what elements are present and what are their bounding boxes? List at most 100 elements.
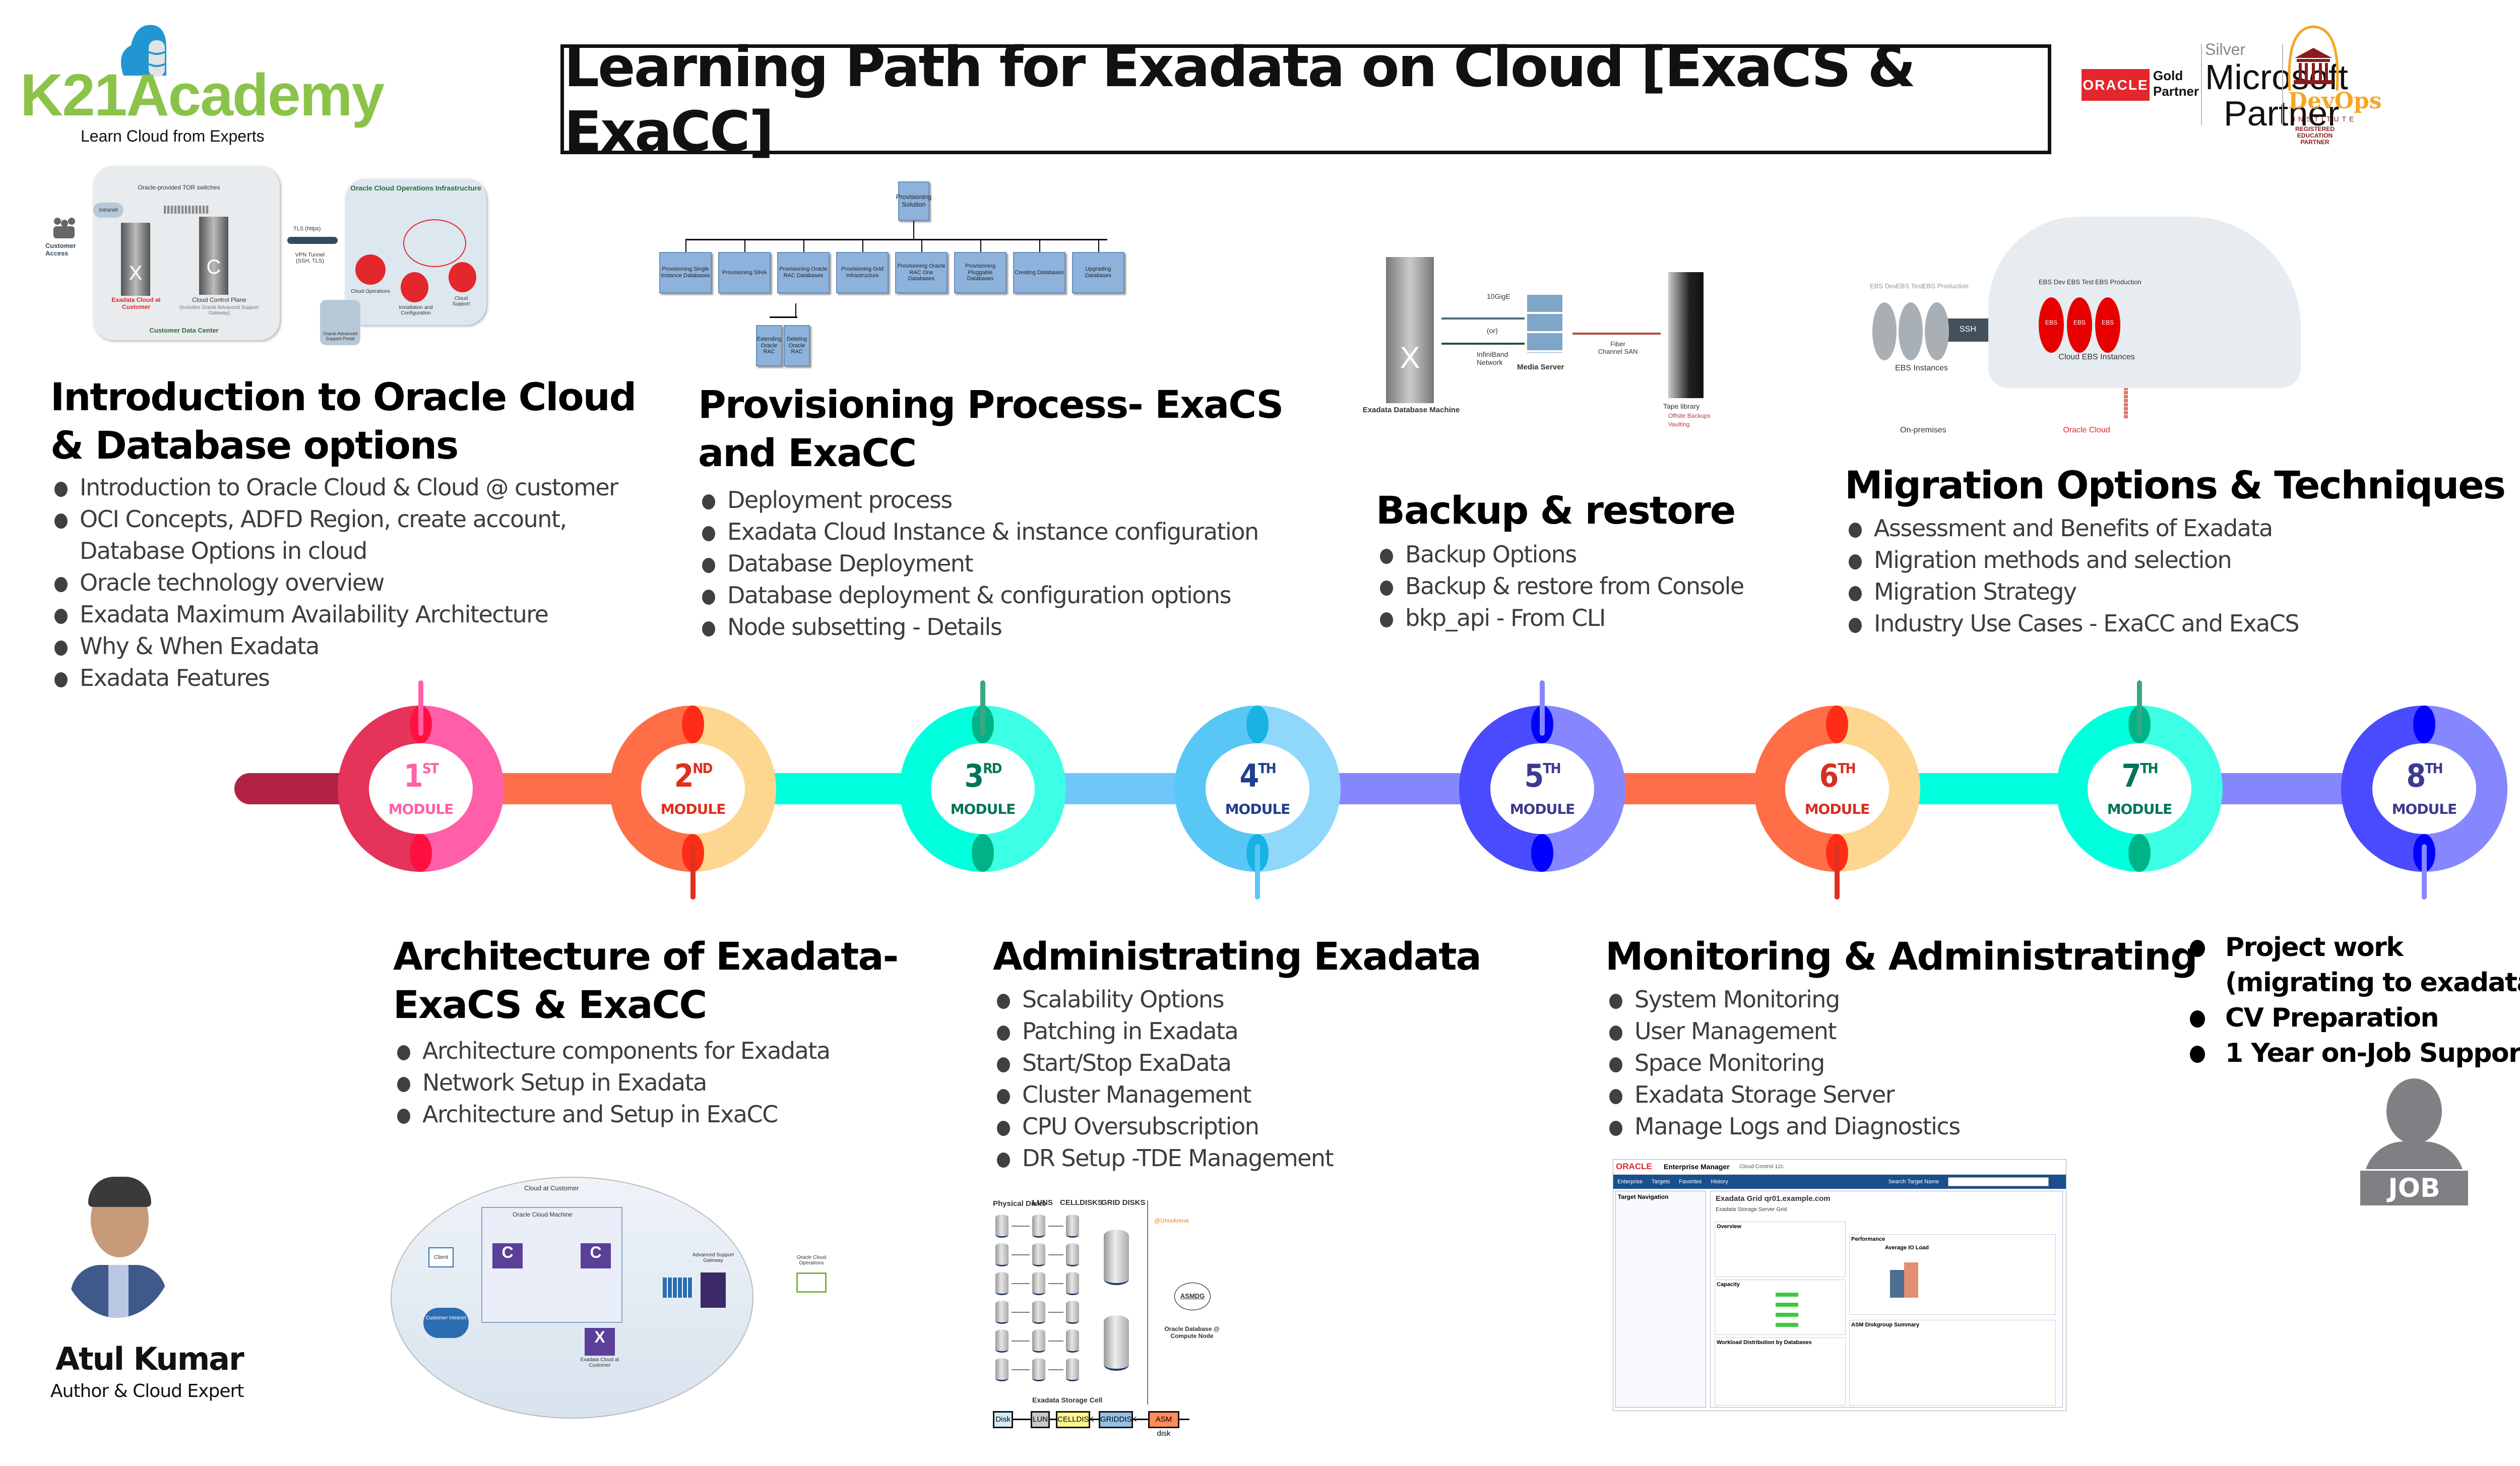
list-item: Database Options in cloud [80, 537, 367, 564]
list-item: Backup Options [1376, 539, 1744, 570]
chain-celldisk: CELLDISK [1056, 1411, 1094, 1428]
author-name: Atul Kumar [55, 1341, 244, 1377]
em-overview-panel: Overview [1715, 1222, 1846, 1277]
disk-icon [1066, 1329, 1079, 1353]
module-connector-stick [980, 680, 985, 736]
tree-node: Provisioning Grid Infrastructure [836, 252, 889, 293]
disk-icon [1032, 1301, 1045, 1324]
vpn-tunnel-icon [287, 237, 338, 244]
module-number: 8TH [2406, 757, 2443, 794]
cloud-ebs-instance-icon: EBS [2039, 297, 2064, 353]
list-item: Oracle technology overview [50, 567, 636, 599]
ring-knob [2128, 834, 2151, 872]
migration-diagram: EBS Instances SSH Cloud EBS Instances On… [1860, 202, 2444, 449]
bullet-list: Project work (migrating to exadata cloud… [2185, 930, 2520, 1071]
tree-node: Upgrading Databases [1072, 252, 1124, 293]
disk-icon [995, 1358, 1009, 1381]
em-menu-enterprise[interactable]: Enterprise [1617, 1179, 1643, 1185]
grid-disk-icon [1104, 1315, 1129, 1371]
page-title-box: Learning Path for Exadata on Cloud [ExaC… [560, 35, 2051, 164]
module-label: MODULE [388, 800, 454, 817]
list-item: OCI Concepts, ADFD Region, create accoun… [50, 503, 636, 535]
list-item: Network Setup in Exadata [393, 1067, 898, 1099]
list-item: (migrating to exadata cloud) [2225, 968, 2520, 998]
tape-library-icon [1668, 272, 1704, 398]
section-title: Architecture of Exadata- ExaCS & ExaCC [393, 934, 899, 1027]
partner-logos: ORACLE Gold Partner Silver Microsoft Par… [2082, 20, 2520, 151]
cloud-ebs-instance-icon: EBS [2067, 297, 2092, 353]
module-label: MODULE [1509, 800, 1576, 817]
list-item: Database Deployment [698, 548, 1283, 580]
onprem-instance-icon [1872, 302, 1897, 360]
author-photo [58, 1164, 176, 1318]
chain-asm-disk: ASM disk [1148, 1411, 1179, 1438]
list-item: Manage Logs and Diagnostics [1605, 1111, 2197, 1142]
module-connector-stick [1835, 844, 1840, 900]
chain-lun: LUN [1031, 1411, 1050, 1428]
em-search-label: Search Target Name [1888, 1179, 1939, 1185]
tree-node: Provisioning Single Instance Databases [659, 252, 712, 293]
flash-io-bar [1890, 1270, 1904, 1298]
em-product: Enterprise Manager [1664, 1163, 1730, 1171]
section-backup: Backup & restore Backup Options Backup &… [1376, 486, 1744, 634]
list-item: Exadata Cloud Instance & instance config… [698, 516, 1283, 548]
exadata-machine-icon: X [1386, 257, 1434, 403]
customer-data-center: Oracle-provided TOR switches Intranet X … [93, 166, 280, 340]
customer-users-icon [53, 218, 75, 238]
divider [2201, 44, 2202, 125]
list-item: Exadata Storage Server [1605, 1079, 2197, 1111]
arrow-icon [1012, 1369, 1030, 1370]
arrow-icon [1048, 1254, 1063, 1255]
em-page-title: Exadata Grid qr01.example.com [1716, 1194, 1831, 1203]
disk-icon [995, 1243, 1009, 1266]
arrow-icon [1012, 1341, 1030, 1342]
brand-tagline: Learn Cloud from Experts [81, 127, 265, 145]
ms-partner: Partner [2224, 94, 2340, 133]
list-item: Space Monitoring [1605, 1047, 2197, 1079]
section-monitoring: Monitoring & Administrating System Monit… [1605, 932, 2198, 1142]
tree-node: Provisioning Oracle RAC One Databases [895, 252, 948, 293]
ms-microsoft: Microsoft [2205, 57, 2348, 97]
list-item: User Management [1605, 1015, 2197, 1047]
disk-icon [1066, 1301, 1079, 1324]
ring-knob [1246, 706, 1269, 743]
list-item: Exadata Maximum Availability Architectur… [50, 599, 636, 630]
devops-temple-icon [2288, 25, 2339, 91]
ms-silver-label: Silver [2205, 40, 2246, 58]
section-final: Project work (migrating to exadata cloud… [2185, 930, 2520, 1071]
module-label: MODULE [1225, 800, 1291, 817]
bullet-list: Assessment and Benefits of Exadata Migra… [1845, 513, 2505, 640]
em-menu-targets[interactable]: Targets [1652, 1179, 1670, 1185]
em-search-input[interactable] [1948, 1177, 2049, 1186]
ops-team-icon [403, 219, 466, 267]
list-item: Migration methods and selection [1845, 544, 2505, 576]
ops-monitor-icon [796, 1272, 827, 1293]
gateway-icon [701, 1272, 726, 1308]
client-box: Client [428, 1247, 454, 1267]
tree-node: Creating Databases [1013, 252, 1065, 293]
module-connector-stick [1540, 680, 1545, 736]
list-item: Introduction to Oracle Cloud & Cloud @ c… [50, 472, 636, 503]
cloud-support-icon [449, 262, 476, 292]
exadata-rack-icon: X [121, 223, 150, 296]
em-menu-history[interactable]: History [1711, 1179, 1728, 1185]
onprem-instance-icon [1899, 302, 1923, 360]
customer-access-label: Customer Access [45, 242, 76, 257]
em-edition: Cloud Control 12c [1739, 1164, 1784, 1170]
em-menubar: Enterprise Targets Favorites History Sea… [1613, 1175, 2066, 1189]
bullet-list: Backup Options Backup & restore from Con… [1376, 539, 1744, 634]
module-number: 3RD [964, 757, 1002, 794]
list-item: Exadata Features [50, 662, 636, 694]
em-menu-favorites[interactable]: Favorites [1679, 1179, 1702, 1185]
list-item: Cluster Management [993, 1079, 1481, 1111]
disk-icon [1066, 1215, 1079, 1238]
em-workload-panel: Workload Distribution by Databases [1715, 1337, 1846, 1406]
arrow-icon [1048, 1226, 1063, 1227]
module-label: MODULE [2391, 800, 2458, 817]
divider [2282, 44, 2283, 125]
module-connector-stick [1255, 844, 1260, 900]
module-label: MODULE [1804, 800, 1870, 817]
c-node-icon: C [492, 1243, 523, 1268]
arrow-icon [1048, 1369, 1063, 1370]
arrow-icon [1048, 1312, 1063, 1313]
